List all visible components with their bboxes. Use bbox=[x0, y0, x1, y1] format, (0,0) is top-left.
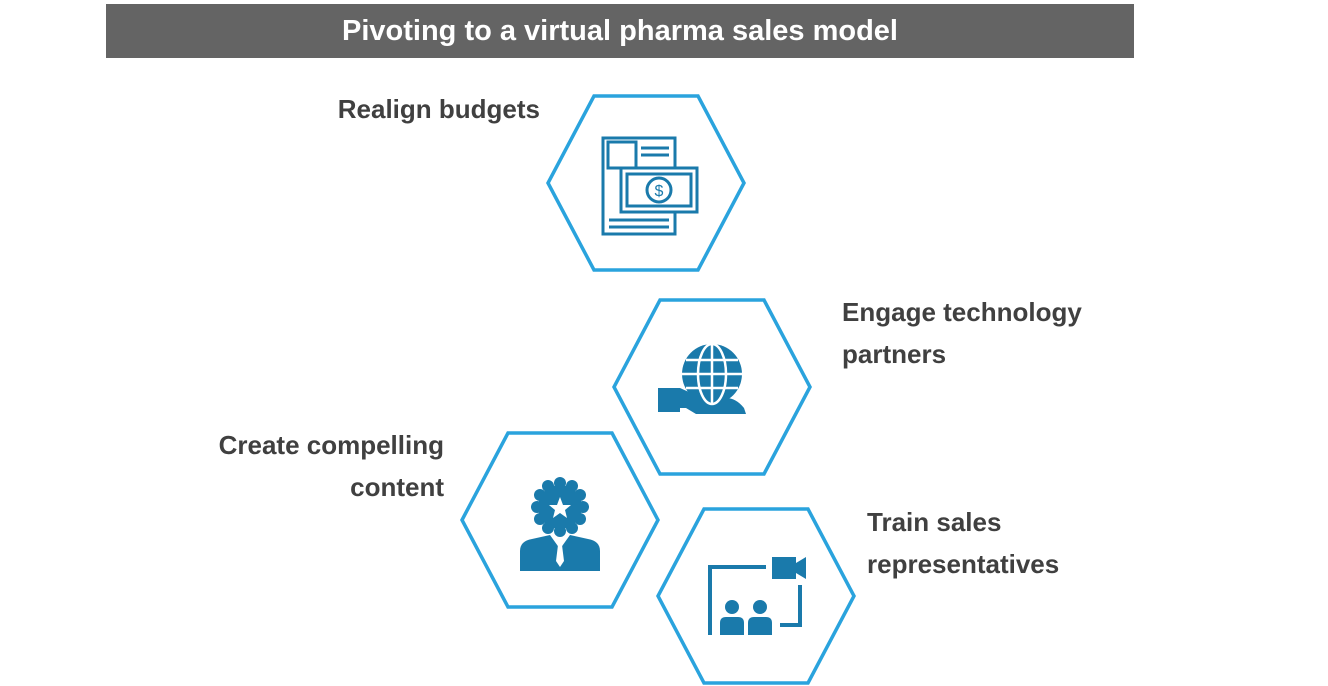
label-train-sales: Train sales representatives bbox=[867, 501, 1167, 585]
person-with-badge-icon bbox=[520, 477, 600, 571]
hexagon-realign-budgets: $ bbox=[546, 94, 746, 272]
globe-in-hand-icon bbox=[658, 342, 746, 414]
label-line: Train sales bbox=[867, 507, 1002, 537]
hexagon-engage-technology bbox=[612, 298, 812, 476]
label-line: Engage technology bbox=[842, 297, 1082, 327]
money-budget-icon: $ bbox=[601, 136, 699, 236]
label-line: partners bbox=[842, 339, 947, 369]
label-line: content bbox=[350, 472, 444, 502]
label-engage-technology: Engage technology partners bbox=[842, 291, 1142, 375]
label-line: Realign budgets bbox=[337, 94, 540, 124]
video-conference-icon bbox=[708, 557, 806, 635]
label-create-content: Create compelling content bbox=[144, 424, 444, 508]
title-bar: Pivoting to a virtual pharma sales model bbox=[106, 4, 1134, 58]
label-line: Create compelling bbox=[218, 430, 444, 460]
label-line: representatives bbox=[867, 549, 1060, 579]
hexagon-train-sales bbox=[656, 507, 856, 685]
diagram-title: Pivoting to a virtual pharma sales model bbox=[342, 14, 898, 47]
svg-text:$: $ bbox=[655, 183, 664, 200]
label-realign-budgets: Realign budgets bbox=[240, 88, 540, 130]
hexagon-create-content bbox=[460, 431, 660, 609]
